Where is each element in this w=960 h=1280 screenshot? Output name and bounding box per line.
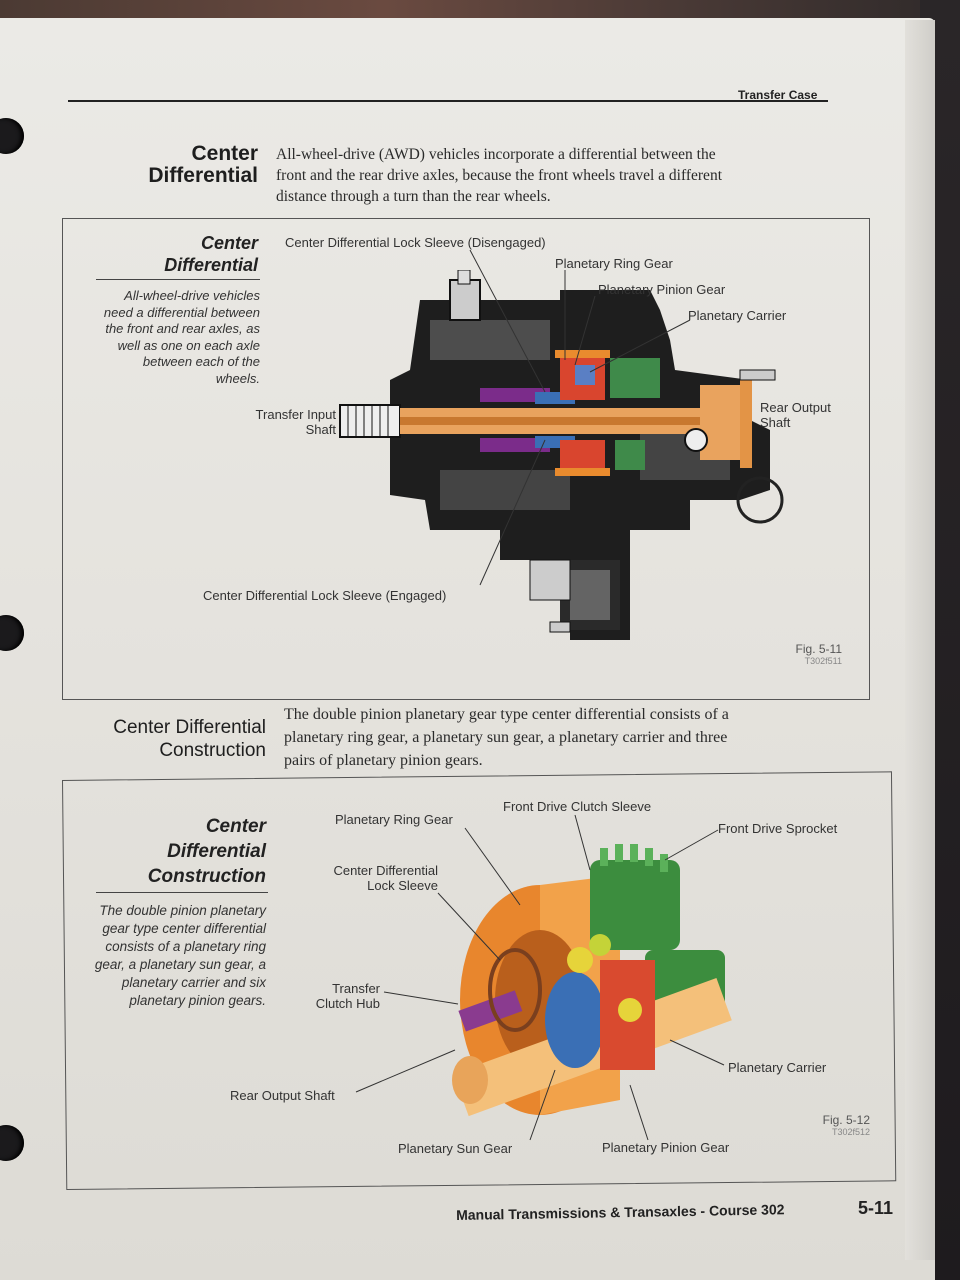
figure-box — [62, 218, 870, 700]
body-line: The double pinion planetary gear type ce… — [284, 706, 729, 723]
section-body: All-wheel-drive (AWD) vehicles incorpora… — [276, 144, 836, 207]
label-transfer-input-shaft: Transfer Input Shaft — [236, 407, 336, 437]
caption-line: consists of a planetary ring — [105, 939, 266, 954]
page-stack-edge — [905, 20, 935, 1260]
label-line: Transfer — [332, 981, 380, 996]
label-line: Clutch Hub — [315, 996, 380, 1011]
label-line: Transfer Input — [255, 407, 336, 422]
header-rule — [68, 100, 828, 102]
caption-line: planetary carrier and six — [121, 975, 266, 990]
center-differential-3d-illustration — [452, 844, 732, 1117]
label-planetary-sun-gear: Planetary Sun Gear — [398, 1141, 513, 1156]
label-line: Shaft — [305, 422, 336, 437]
section-body: The double pinion planetary gear type ce… — [284, 703, 864, 772]
label-lock-sleeve-engaged: Center Differential Lock Sleeve (Engaged… — [203, 588, 447, 603]
caption-rule — [96, 892, 268, 893]
body-line: planetary ring gear, a planetary sun gea… — [284, 729, 728, 746]
caption-rule — [96, 279, 260, 280]
label-planetary-carrier: Planetary Carrier — [688, 308, 787, 323]
fig-number-text: Fig. 5-12 — [822, 1113, 870, 1127]
page-number: 5-11 — [858, 1198, 894, 1218]
body-line: distance through a turn than the rear wh… — [276, 188, 551, 205]
caption-title-line: Center — [205, 816, 266, 837]
label-planetary-ring-gear: Planetary Ring Gear — [335, 812, 453, 827]
figure-number: Fig. 5-11 T302f511 — [760, 642, 842, 666]
figure-number: Fig. 5-12 T302f512 — [782, 1113, 870, 1137]
label-planetary-ring-gear: Planetary Ring Gear — [555, 256, 673, 271]
caption-line: the front and rear axles, as — [105, 321, 260, 336]
label-transfer-clutch-hub: Transfer Clutch Hub — [300, 981, 380, 1011]
label-planetary-pinion-gear: Planetary Pinion Gear — [602, 1140, 730, 1155]
running-header: Transfer Case — [738, 88, 818, 102]
caption-title: Center Differential Construction — [100, 814, 266, 889]
heading-line: Center — [191, 142, 258, 165]
fig-code: T302f512 — [831, 1127, 870, 1137]
section-heading: Center Differential — [90, 143, 258, 187]
caption-line: gear, a planetary sun gear, a — [94, 957, 266, 972]
caption-line: gear type center differential — [102, 921, 266, 936]
caption-line: wheels. — [215, 370, 260, 386]
body-line: All-wheel-drive (AWD) vehicles incorpora… — [276, 146, 716, 163]
label-planetary-carrier: Planetary Carrier — [728, 1060, 827, 1075]
caption-title: Center Differential — [96, 232, 258, 276]
label-line: Lock Sleeve — [367, 878, 438, 893]
label-line: Shaft — [760, 415, 791, 430]
caption-line: planetary pinion gears. — [129, 993, 266, 1008]
label-center-differential-lock-sleeve: Center Differential Lock Sleeve — [318, 863, 438, 893]
label-front-drive-clutch-sleeve: Front Drive Clutch Sleeve — [503, 799, 652, 814]
caption-line: The double pinion planetary — [99, 903, 266, 918]
fig-code: T302f511 — [804, 656, 842, 666]
caption-title-line: Differential — [167, 841, 266, 862]
caption-title-line: Construction — [147, 866, 266, 887]
label-rear-output-shaft: Rear Output Shaft — [230, 1088, 335, 1103]
caption-title-line: Center — [200, 233, 258, 253]
transfer-case-cutaway-illustration — [339, 270, 784, 640]
label-rear-output-shaft: Rear Output Shaft — [760, 400, 831, 430]
caption-text: All-wheel-drive vehicles need a differen… — [70, 288, 260, 387]
label-line: Rear Output — [760, 400, 831, 415]
caption-text: The double pinion planetary gear type ce… — [66, 902, 266, 1010]
caption-line: need a differential between — [103, 304, 260, 320]
fig-number-text: Fig. 5-11 — [795, 642, 842, 656]
body-line: front and the rear drive axles, because … — [276, 167, 722, 184]
caption-line: between each of the — [142, 354, 260, 369]
label-line: Center Differential — [333, 863, 438, 878]
label-planetary-pinion-gear: Planetary Pinion Gear — [598, 282, 726, 297]
caption-line: well as one on each axle — [117, 337, 260, 353]
body-line: pairs of planetary pinion gears. — [284, 752, 483, 769]
heading-line: Differential — [148, 164, 258, 187]
caption-line: All-wheel-drive vehicles — [124, 288, 260, 303]
heading-line: Construction — [159, 740, 266, 761]
section-heading: Center Differential Construction — [60, 716, 266, 762]
label-lock-sleeve-disengaged: Center Differential Lock Sleeve (Disenga… — [285, 235, 546, 250]
label-front-drive-sprocket: Front Drive Sprocket — [718, 821, 838, 836]
caption-title-line: Differential — [164, 255, 258, 275]
heading-line: Center Differential — [113, 717, 266, 738]
